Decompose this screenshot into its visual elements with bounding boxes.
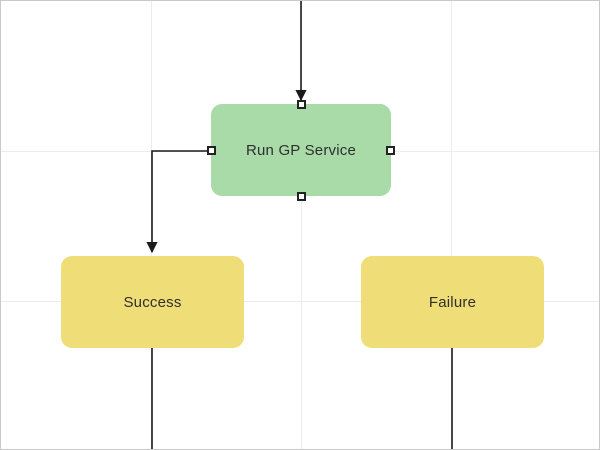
port-right[interactable] (385, 145, 395, 155)
node-success[interactable]: Success (61, 256, 244, 348)
port-left[interactable] (206, 145, 216, 155)
node-label: Success (123, 293, 182, 311)
node-label: Failure (428, 293, 477, 311)
port-bottom[interactable] (296, 191, 306, 201)
node-failure[interactable]: Failure (361, 256, 544, 348)
node-label: Run GP Service (245, 141, 357, 159)
node-run-gp-service[interactable]: Run GP Service (211, 104, 391, 196)
edge-gp-to-success[interactable] (146, 150, 207, 254)
port-top[interactable] (296, 99, 306, 109)
